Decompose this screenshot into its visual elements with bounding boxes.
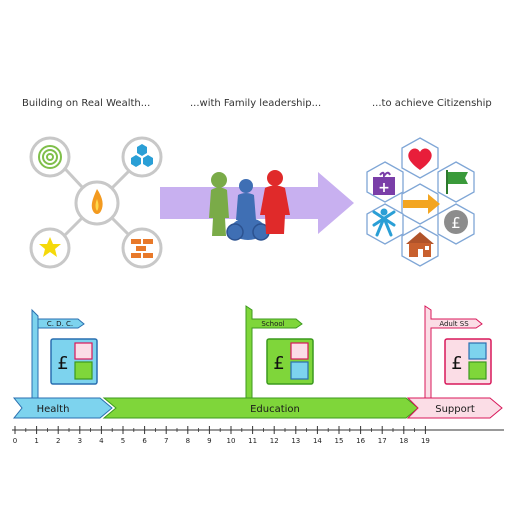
axis-tick-label: 1 <box>34 437 38 445</box>
axis-tick-label: 10 <box>227 437 236 445</box>
wealth-network <box>29 136 163 269</box>
heading-citizenship: ...to achieve Citizenship <box>372 98 492 109</box>
heading-real-wealth: Building on Real Wealth... <box>22 98 151 109</box>
pound-symbol: £ <box>451 353 462 374</box>
blue-figure <box>226 179 270 241</box>
budget-box-support: £ <box>444 338 492 385</box>
heart-icon <box>408 148 432 170</box>
axis-tick-label: 6 <box>142 437 147 445</box>
stage-health: C. D. C. Health £ <box>12 308 113 419</box>
stage-support: Adult SS Support £ <box>406 305 503 419</box>
axis-tick-label: 19 <box>421 437 430 445</box>
axis-tick-label: 12 <box>270 437 279 445</box>
axis-tick-label: 15 <box>335 437 344 445</box>
axis-tick-label: 7 <box>164 437 168 445</box>
axis-tick-label: 8 <box>186 437 190 445</box>
flag-adult-ss: Adult SS <box>439 320 469 328</box>
house-icon <box>406 232 434 257</box>
axis-tick-label: 14 <box>313 437 322 445</box>
star-icon <box>29 227 71 269</box>
stage-education: School Education £ <box>102 305 419 419</box>
pound-symbol: £ <box>273 353 284 374</box>
axis-tick-label: 3 <box>78 437 82 445</box>
arrow-icon <box>403 194 440 214</box>
person-icon <box>372 208 396 237</box>
family-figures <box>209 170 290 241</box>
stage-label-support: Support <box>435 404 475 415</box>
stage-label-health: Health <box>37 404 70 415</box>
axis-tick-label: 0 <box>13 437 17 445</box>
flag-icon <box>446 170 468 194</box>
pound-coin-icon: £ <box>444 210 468 234</box>
family-arrow <box>160 172 354 234</box>
heading-family-leadership: ...with Family leadership... <box>190 98 322 109</box>
flag-cdc: C. D. C. <box>47 320 73 328</box>
gift-icon: + <box>373 171 395 196</box>
hexagons-icon <box>121 136 163 178</box>
pound-symbol: £ <box>57 353 68 374</box>
axis-tick-label: 9 <box>207 437 211 445</box>
axis-tick-label: 2 <box>56 437 60 445</box>
budget-box-health: £ <box>50 338 98 385</box>
green-figure <box>209 172 229 236</box>
red-figure <box>260 170 290 234</box>
axis-tick-label: 11 <box>248 437 257 445</box>
axis-tick-label: 16 <box>356 437 365 445</box>
flag-school: School <box>261 320 284 328</box>
budget-box-education: £ <box>266 338 314 385</box>
axis-tick-label: 4 <box>99 437 104 445</box>
bricks-icon <box>121 227 163 269</box>
stage-label-education: Education <box>250 404 300 415</box>
axis-tick-label: 13 <box>291 437 300 445</box>
axis-tick-label: 18 <box>399 437 408 445</box>
axis-tick-label: 17 <box>378 437 387 445</box>
svg-text:£: £ <box>451 214 461 232</box>
flame-icon <box>74 180 120 226</box>
svg-text:+: + <box>378 180 390 196</box>
axis-tick-label: 5 <box>121 437 125 445</box>
rings-icon <box>29 136 71 178</box>
